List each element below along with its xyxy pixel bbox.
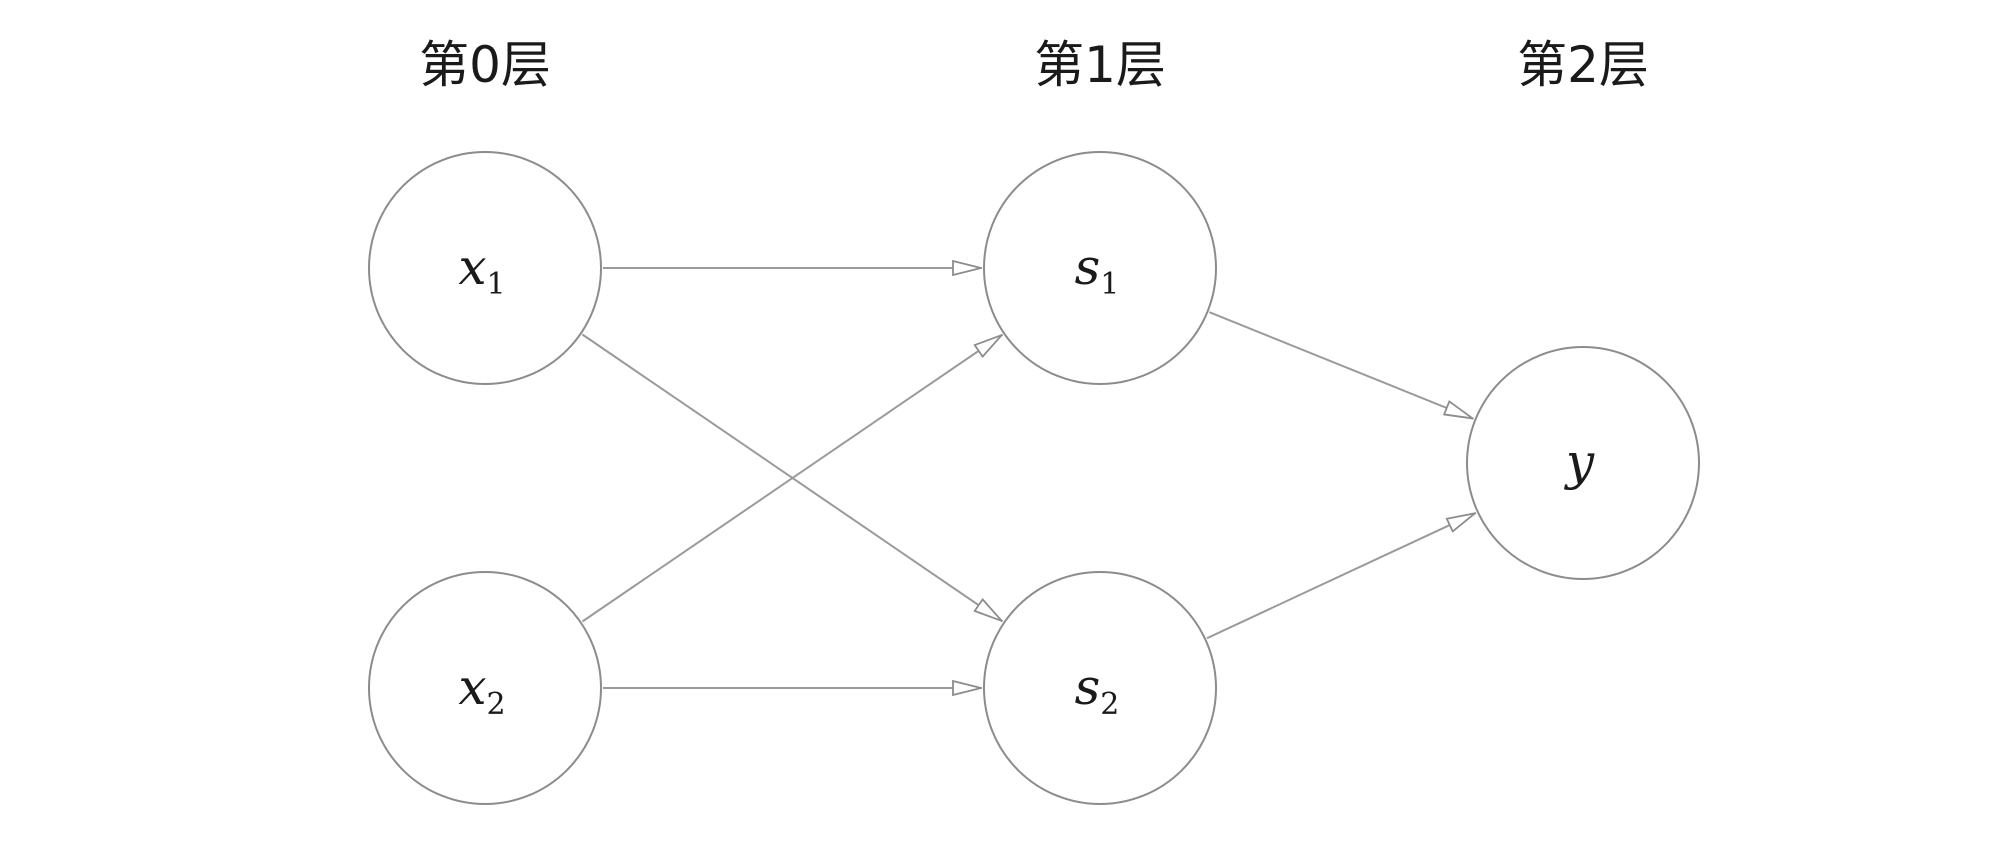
node-var-x2: x bbox=[458, 658, 486, 716]
node-label-s1: s1 bbox=[1075, 238, 1120, 302]
node-label-x2: x2 bbox=[458, 658, 505, 722]
node-s2: s2 bbox=[983, 571, 1217, 805]
node-var-x1: x bbox=[458, 238, 486, 296]
node-sub-x2: 2 bbox=[487, 687, 506, 722]
node-sub-x1: 1 bbox=[487, 267, 506, 302]
node-circle-y bbox=[1466, 346, 1700, 580]
layer-label-1: 第1层 bbox=[1034, 36, 1166, 94]
node-sub-s1: 1 bbox=[1100, 267, 1119, 302]
node-s1: s1 bbox=[983, 151, 1217, 385]
edge-x2-s1 bbox=[581, 333, 1004, 623]
node-x2: x2 bbox=[368, 571, 602, 805]
node-var-s2: s bbox=[1075, 658, 1101, 716]
layer-label-0: 第0层 bbox=[419, 36, 551, 94]
node-circle-s1 bbox=[983, 151, 1217, 385]
node-x1: x1 bbox=[368, 151, 602, 385]
node-var-s1: s bbox=[1075, 238, 1101, 296]
node-circle-s2 bbox=[983, 571, 1217, 805]
edges-group bbox=[581, 268, 1477, 688]
edge-s2-y bbox=[1206, 511, 1477, 640]
node-sub-s2: 2 bbox=[1100, 687, 1119, 722]
node-y: y bbox=[1466, 346, 1700, 580]
node-label-x1: x1 bbox=[458, 238, 505, 302]
node-circle-x1 bbox=[368, 151, 602, 385]
node-label-s2: s2 bbox=[1075, 658, 1120, 722]
node-circle-x2 bbox=[368, 571, 602, 805]
node-label-y: y bbox=[1564, 433, 1595, 491]
layer-label-2: 第2层 bbox=[1517, 36, 1649, 94]
edge-s1-y bbox=[1209, 311, 1474, 420]
node-var-y: y bbox=[1564, 433, 1595, 491]
